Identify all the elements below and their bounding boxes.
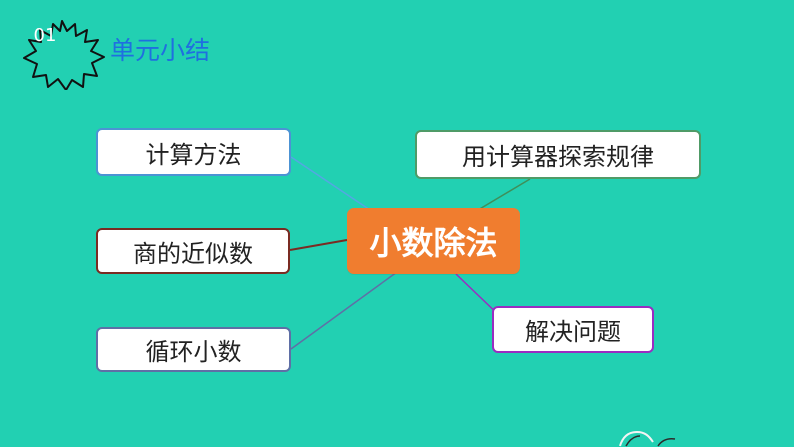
branch-rule-label: 用计算器探索规律 [462, 143, 654, 171]
branch-solve-label: 解决问题 [525, 318, 621, 346]
branch-approx: 商的近似数 [96, 228, 290, 274]
starburst-badge-icon [23, 20, 105, 90]
page-title: 单元小结 [110, 36, 211, 65]
connector-rule [477, 178, 531, 211]
branch-calc-method-label: 计算方法 [145, 140, 242, 169]
hand-drawn-sketch-icon [619, 430, 676, 447]
center-topic-label: 小数除法 [369, 224, 498, 262]
branch-cycle-label: 循环小数 [145, 338, 242, 366]
branch-cycle: 循环小数 [96, 327, 291, 372]
connector-approx [289, 239, 348, 251]
section-number: 01 [33, 25, 57, 46]
center-topic: 小数除法 [347, 208, 520, 274]
branch-rule: 用计算器探索规律 [415, 130, 701, 179]
branch-calc-method: 计算方法 [96, 128, 291, 176]
branch-solve: 解决问题 [492, 306, 654, 353]
connector-cycle [290, 271, 398, 350]
branch-approx-label: 商的近似数 [133, 239, 253, 268]
